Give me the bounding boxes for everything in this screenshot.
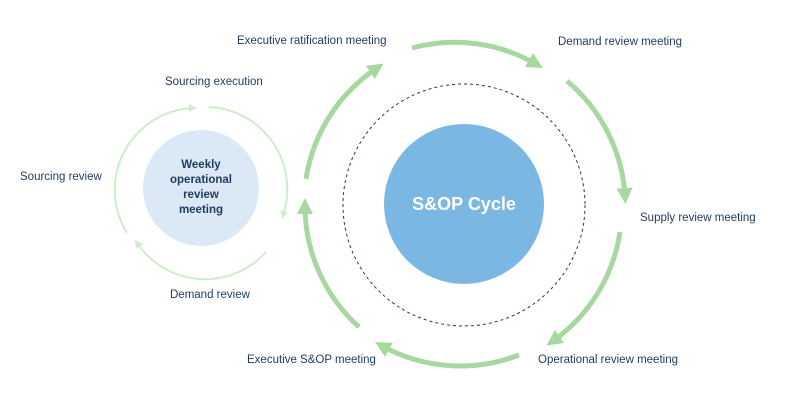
- label-executive-ratification: Executive ratification meeting: [237, 35, 387, 47]
- arrow-ratification-to-demand: [411, 39, 543, 68]
- sop-cycle-center: S&OP Cycle: [384, 124, 544, 284]
- label-demand-review: Demand review: [170, 289, 250, 301]
- weekly-review-center: Weekly operational review meeting: [143, 130, 259, 246]
- arrow-weekly-left: [113, 104, 197, 234]
- arrow-operational-to-executive: [374, 342, 520, 369]
- label-demand-review-meeting: Demand review meeting: [558, 36, 683, 48]
- sop-dashed-ring: [342, 83, 586, 327]
- arrow-weekly-bottom: [134, 239, 267, 281]
- label-sourcing-execution: Sourcing execution: [165, 76, 263, 88]
- arrow-supply-to-operational: [546, 231, 623, 346]
- sop-cycle-center-label: S&OP Cycle: [412, 193, 516, 214]
- label-operational-review-meeting: Operational review meeting: [538, 354, 678, 366]
- label-supply-review-meeting: Supply review meeting: [640, 212, 756, 224]
- arrow-executive-to-ratification-lower: [297, 198, 361, 329]
- weekly-review-center-label: Weekly operational review meeting: [170, 159, 232, 216]
- arrow-executive-to-ratification-upper: [303, 63, 384, 180]
- arrow-weekly-top-right: [208, 106, 289, 219]
- arrow-demand-to-supply: [565, 79, 633, 204]
- label-executive-sop-meeting: Executive S&OP meeting: [247, 354, 376, 366]
- label-sourcing-review: Sourcing review: [20, 171, 102, 183]
